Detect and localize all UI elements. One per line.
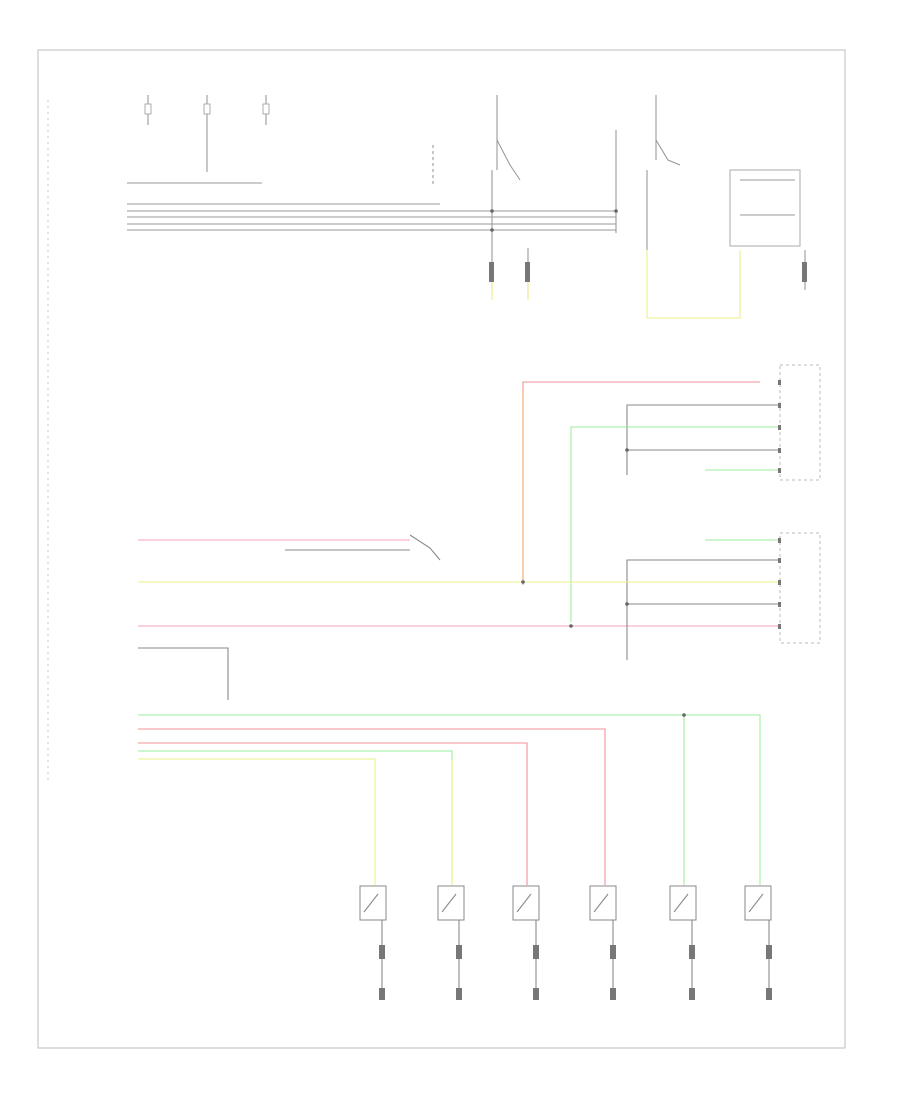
- connector-block-upper: [779, 364, 821, 481]
- fuse-3: [262, 103, 270, 115]
- top-bus-lines: [127, 182, 616, 231]
- sensor-6: [744, 885, 772, 921]
- sensor-4: [589, 885, 617, 921]
- fuse-group-right: [646, 95, 806, 290]
- sensor-1: [359, 885, 387, 921]
- sensor-devices: [359, 885, 772, 921]
- mid-harness: [138, 364, 821, 700]
- pin-markers: [778, 380, 781, 629]
- splice-points: [490, 209, 686, 717]
- sensor-3: [512, 885, 540, 921]
- connector-block-lower: [779, 532, 821, 644]
- relay-box: [729, 169, 801, 247]
- sensor-wiring: [138, 714, 761, 885]
- fuse-group-left: [144, 95, 270, 172]
- fuse-2: [203, 103, 211, 115]
- fuse-group-center: [432, 95, 617, 300]
- top-connectors: [489, 250, 807, 319]
- ground-wires: [379, 920, 772, 1000]
- diagram-frame: [37, 49, 846, 1049]
- fuse-1: [144, 103, 152, 115]
- sensor-2: [437, 885, 465, 921]
- sensor-5: [669, 885, 697, 921]
